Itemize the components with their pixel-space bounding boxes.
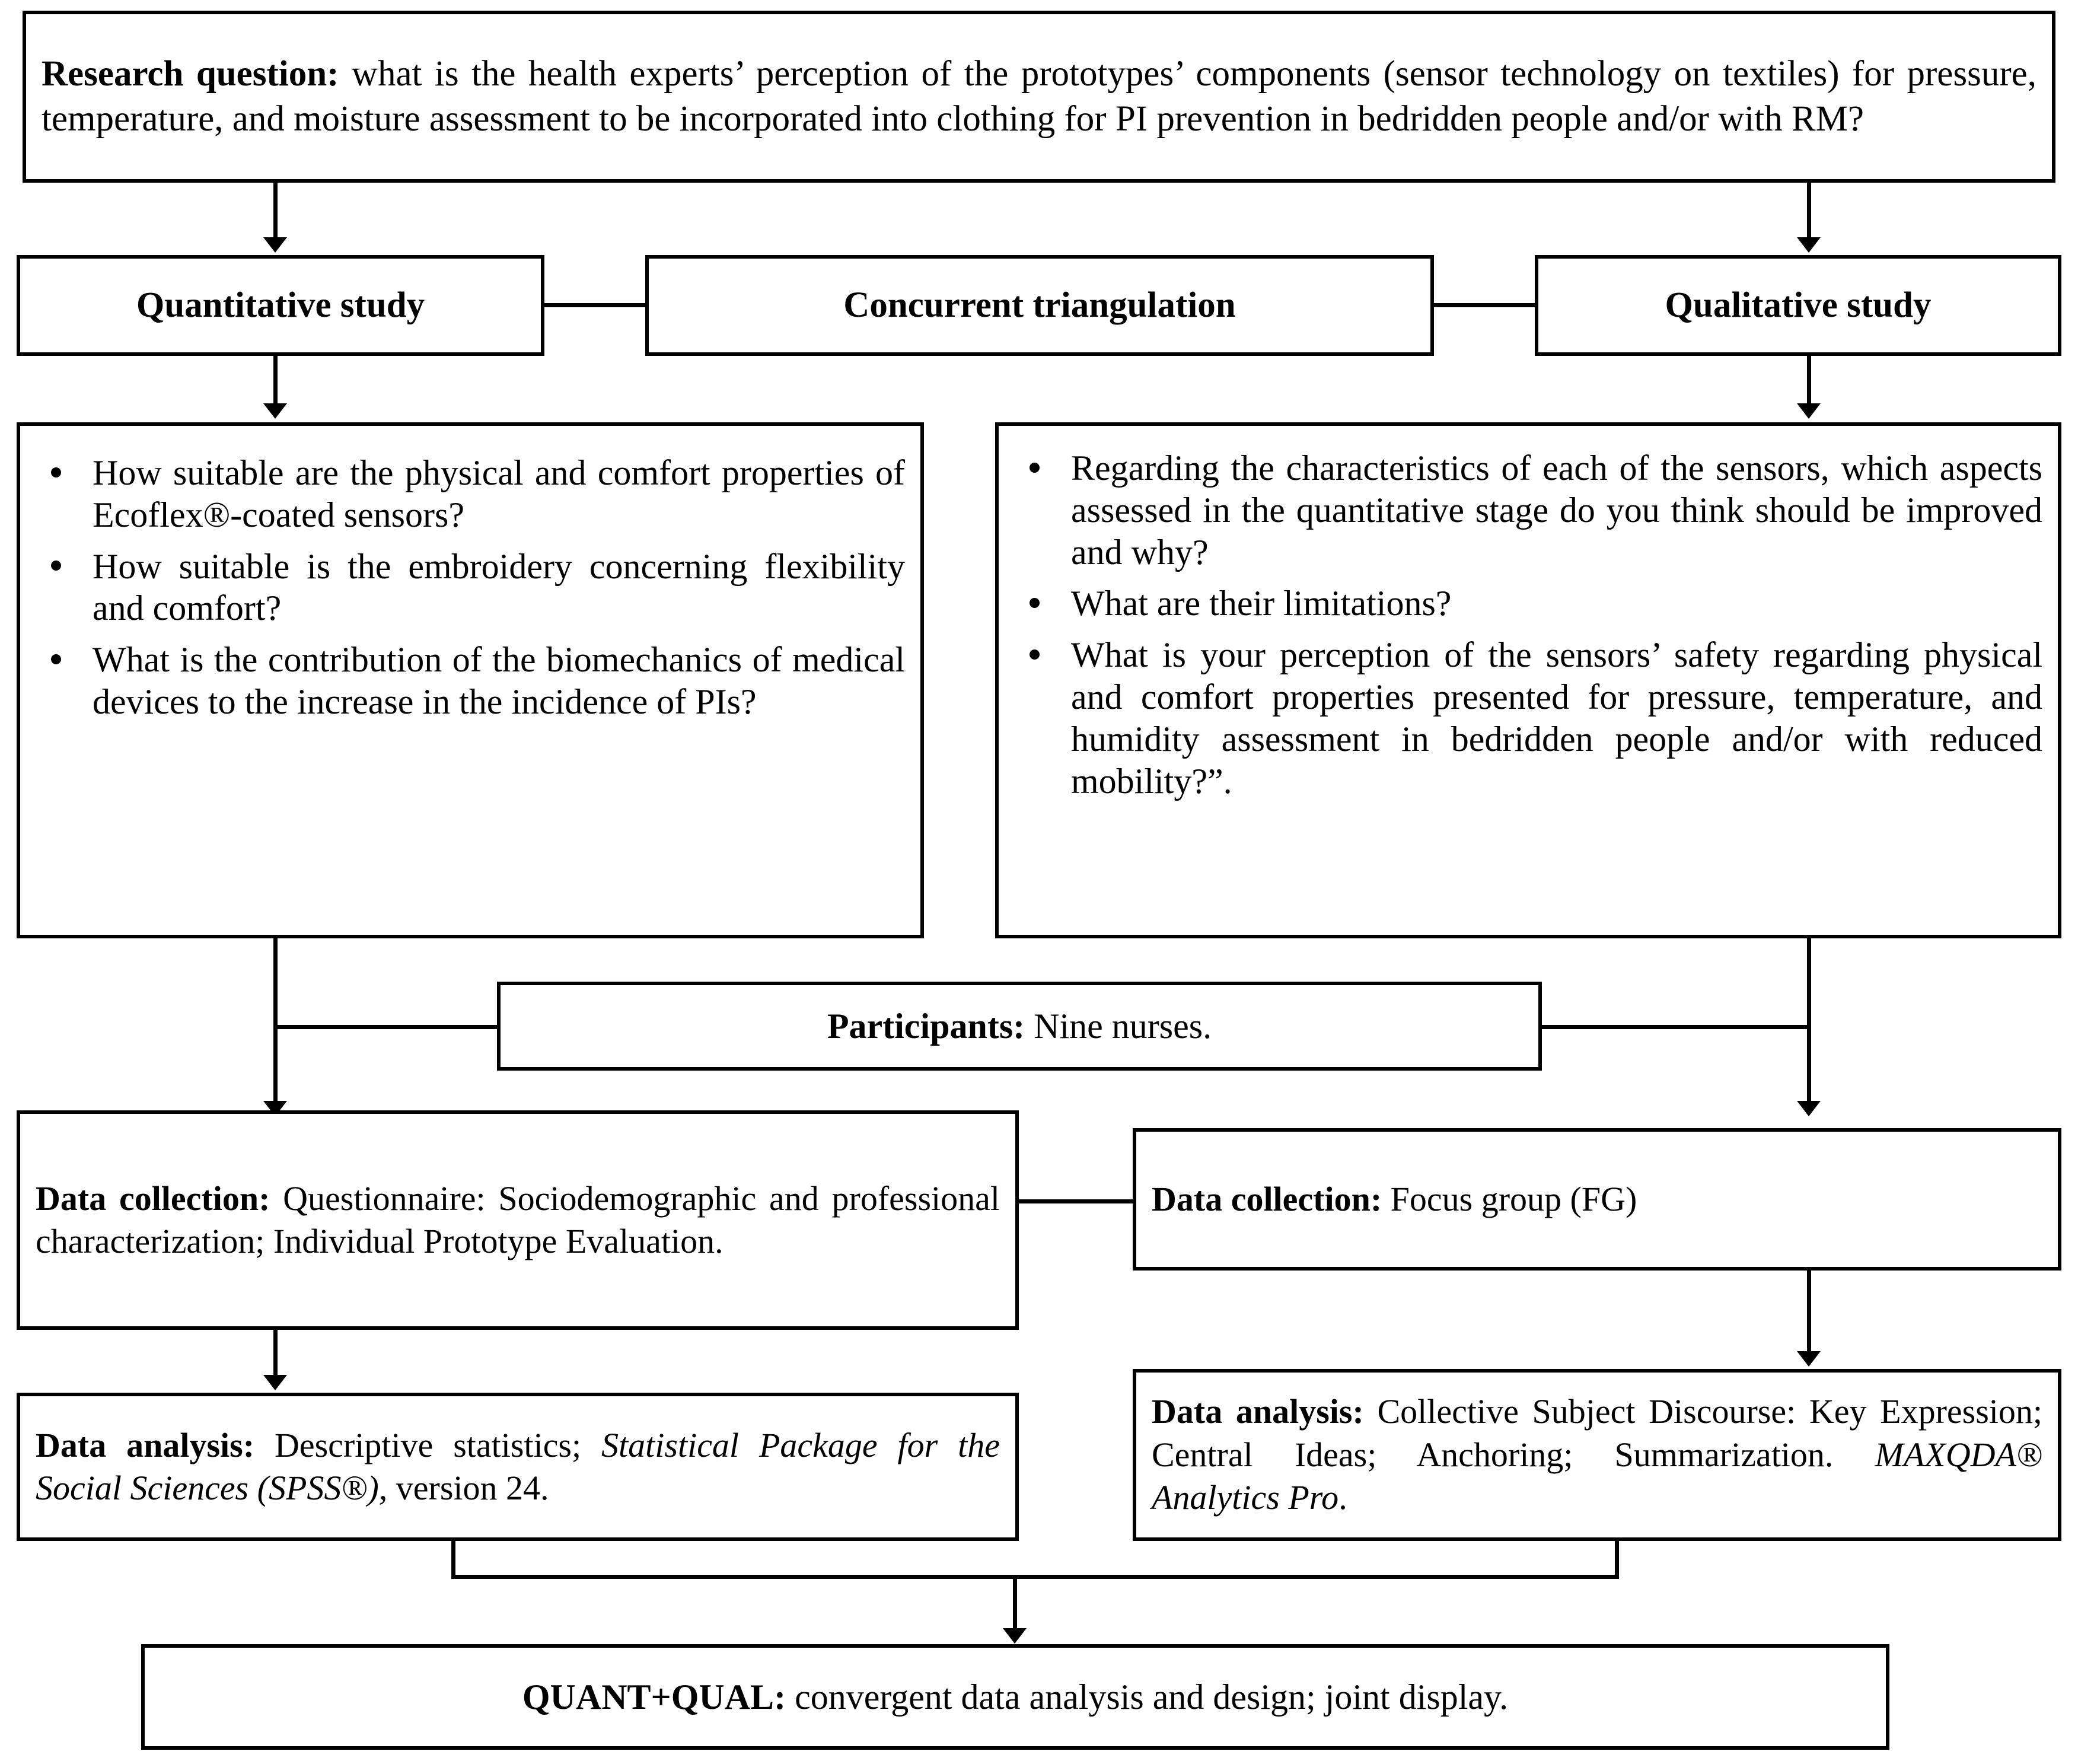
connector-quant-to-triangulation <box>544 303 645 307</box>
data-collection-quant-text: Data collection: Questionnaire: Sociodem… <box>20 1177 1015 1263</box>
connector-qual-questions-down <box>1807 938 1811 1110</box>
data-collection-qual-text: Data collection: Focus group (FG) <box>1136 1178 2058 1221</box>
connector-quant-to-questions <box>273 356 278 412</box>
concurrent-triangulation-label: Concurrent triangulation <box>843 285 1236 326</box>
quant-question-3: What is the contribution of the biomecha… <box>93 640 905 721</box>
data-analysis-qual-text: Data analysis: Collective Subject Discou… <box>1136 1390 2058 1520</box>
quantitative-study-label: Quantitative study <box>136 285 425 326</box>
data-analysis-quant-label: Data analysis: <box>36 1425 255 1464</box>
connector-qual-to-questions <box>1807 356 1811 412</box>
research-question-label: Research question: <box>42 54 339 94</box>
connector-participants-to-right <box>1541 1025 1809 1029</box>
concurrent-triangulation-box: Concurrent triangulation <box>645 255 1434 356</box>
participants-text: Participants: Nine nurses. <box>501 1004 1538 1048</box>
data-collection-quant-box: Data collection: Questionnaire: Sociodem… <box>17 1110 1019 1330</box>
data-analysis-qual-label: Data analysis: <box>1152 1392 1364 1431</box>
quantitative-study-box: Quantitative study <box>17 255 544 356</box>
connector-triangulation-to-qual <box>1434 303 1535 307</box>
list-item: Regarding the characteristics of each of… <box>1014 447 2042 573</box>
list-item: What is the contribution of the biomecha… <box>36 639 905 723</box>
final-text: QUANT+QUAL: convergent data analysis and… <box>145 1675 1886 1719</box>
connector-collection-quant-to-qual <box>1019 1199 1133 1203</box>
connector-analysis-quant-down <box>451 1541 455 1578</box>
connector-rq-to-quant <box>273 183 278 248</box>
data-analysis-quant-box: Data analysis: Descriptive statistics; S… <box>17 1393 1019 1541</box>
connector-merge-horizontal <box>451 1575 1619 1579</box>
connector-quant-questions-down <box>273 938 278 1110</box>
bullet-icon <box>51 654 61 664</box>
connector-collection-quant-to-analysis <box>273 1330 278 1383</box>
list-item: How suitable are the physical and comfor… <box>36 452 905 536</box>
quant-question-1: How suitable are the physical and comfor… <box>93 453 905 534</box>
data-collection-qual-value: Focus group (FG) <box>1382 1179 1637 1218</box>
participants-value: Nine nurses. <box>1025 1006 1212 1046</box>
qual-question-1: Regarding the characteristics of each of… <box>1071 448 2042 572</box>
quantitative-questions-list-wrap: How suitable are the physical and comfor… <box>20 426 920 723</box>
qualitative-questions-list: Regarding the characteristics of each of… <box>1014 447 2042 802</box>
data-analysis-quant-text: Data analysis: Descriptive statistics; S… <box>20 1424 1015 1510</box>
data-analysis-qual-value-b: . <box>1338 1478 1347 1517</box>
data-analysis-quant-value-b: version 24. <box>387 1469 549 1507</box>
data-analysis-qual-value-italic: MAXQDA® Analytics Pro <box>1152 1435 2042 1517</box>
connector-merge-to-final <box>1013 1575 1017 1640</box>
arrow-qual-to-questions <box>1797 403 1821 419</box>
list-item: What is your perception of the sensors’ … <box>1014 634 2042 802</box>
participants-label: Participants: <box>827 1006 1025 1046</box>
final-value: convergent data analysis and design; joi… <box>786 1677 1509 1717</box>
final-label: QUANT+QUAL: <box>522 1677 786 1717</box>
research-question-body: what is the health experts’ perception o… <box>42 54 2037 139</box>
arrow-quant-to-questions <box>263 403 287 419</box>
research-question-text: Research question: what is the health ex… <box>26 52 2052 141</box>
data-analysis-qual-value-a: Collective Subject Discourse: Key Expres… <box>1152 1392 2042 1474</box>
arrow-collection-quant-to-analysis <box>263 1375 287 1390</box>
bullet-icon <box>1030 598 1040 609</box>
participants-box: Participants: Nine nurses. <box>497 982 1542 1071</box>
data-analysis-quant-value-a: Descriptive statistics; <box>254 1425 602 1464</box>
qual-question-2: What are their limitations? <box>1071 584 1452 623</box>
qual-question-3: What is your perception of the sensors’ … <box>1071 635 2042 801</box>
list-item: How suitable is the embroidery concernin… <box>36 546 905 630</box>
data-collection-quant-value: Questionnaire: Sociodemographic and prof… <box>36 1179 1000 1261</box>
qualitative-questions-list-wrap: Regarding the characteristics of each of… <box>999 426 2058 802</box>
bullet-icon <box>51 467 61 477</box>
bullet-icon <box>1030 462 1040 473</box>
quantitative-questions-list: How suitable are the physical and comfor… <box>36 452 905 723</box>
arrow-qual-questions-to-collection <box>1797 1101 1821 1116</box>
data-collection-qual-label: Data collection: <box>1152 1179 1382 1218</box>
final-quant-qual-box: QUANT+QUAL: convergent data analysis and… <box>141 1644 1889 1750</box>
bullet-icon <box>51 561 61 571</box>
bullet-icon <box>1030 649 1040 660</box>
connector-rq-to-qual <box>1807 183 1811 248</box>
data-analysis-qual-box: Data analysis: Collective Subject Discou… <box>1133 1369 2061 1541</box>
arrow-merge-to-final <box>1003 1628 1027 1644</box>
connector-left-to-participants <box>273 1025 499 1029</box>
data-collection-qual-box: Data collection: Focus group (FG) <box>1133 1128 2061 1271</box>
qualitative-study-box: Qualitative study <box>1535 255 2061 356</box>
arrow-rq-to-qual <box>1797 237 1821 253</box>
qualitative-study-label: Qualitative study <box>1665 285 1932 326</box>
research-question-box: Research question: what is the health ex… <box>23 11 2055 183</box>
arrow-rq-to-quant <box>263 237 287 253</box>
data-analysis-quant-value-italic: Statistical Package for the Social Scien… <box>36 1425 1000 1508</box>
connector-analysis-qual-down <box>1615 1541 1619 1578</box>
qualitative-questions-box: Regarding the characteristics of each of… <box>995 422 2061 938</box>
data-collection-quant-label: Data collection: <box>36 1179 270 1218</box>
quantitative-questions-box: How suitable are the physical and comfor… <box>17 422 924 938</box>
connector-collection-qual-to-analysis <box>1807 1271 1811 1361</box>
quant-question-2: How suitable is the embroidery concernin… <box>93 546 905 628</box>
arrow-collection-qual-to-analysis <box>1797 1351 1821 1367</box>
list-item: What are their limitations? <box>1014 582 2042 625</box>
